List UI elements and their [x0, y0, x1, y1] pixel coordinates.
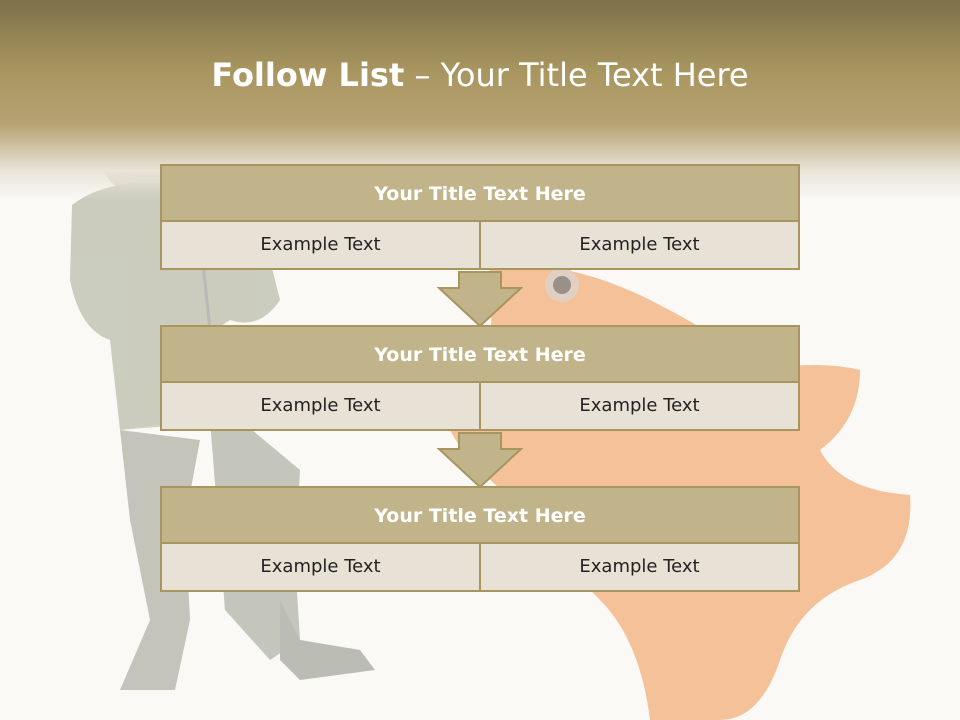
- title-bold: Follow List: [211, 56, 405, 94]
- step-cell-left: Example Text: [162, 383, 481, 429]
- step-cell-right: Example Text: [481, 544, 798, 590]
- step-box-3: Your Title Text Here Example Text Exampl…: [160, 486, 800, 592]
- title-rest: – Your Title Text Here: [404, 56, 749, 94]
- down-arrow-icon: [437, 271, 523, 328]
- step-row: Example Text Example Text: [162, 222, 798, 268]
- step-cell-left: Example Text: [162, 544, 481, 590]
- step-title: Your Title Text Here: [162, 488, 798, 544]
- step-title: Your Title Text Here: [162, 166, 798, 222]
- down-arrow-icon: [437, 432, 523, 489]
- step-cell-right: Example Text: [481, 222, 798, 268]
- step-row: Example Text Example Text: [162, 544, 798, 590]
- step-title: Your Title Text Here: [162, 327, 798, 383]
- page-title: Follow List – Your Title Text Here: [0, 56, 960, 94]
- step-cell-left: Example Text: [162, 222, 481, 268]
- step-row: Example Text Example Text: [162, 383, 798, 429]
- step-box-2: Your Title Text Here Example Text Exampl…: [160, 325, 800, 431]
- step-box-1: Your Title Text Here Example Text Exampl…: [160, 164, 800, 270]
- step-cell-right: Example Text: [481, 383, 798, 429]
